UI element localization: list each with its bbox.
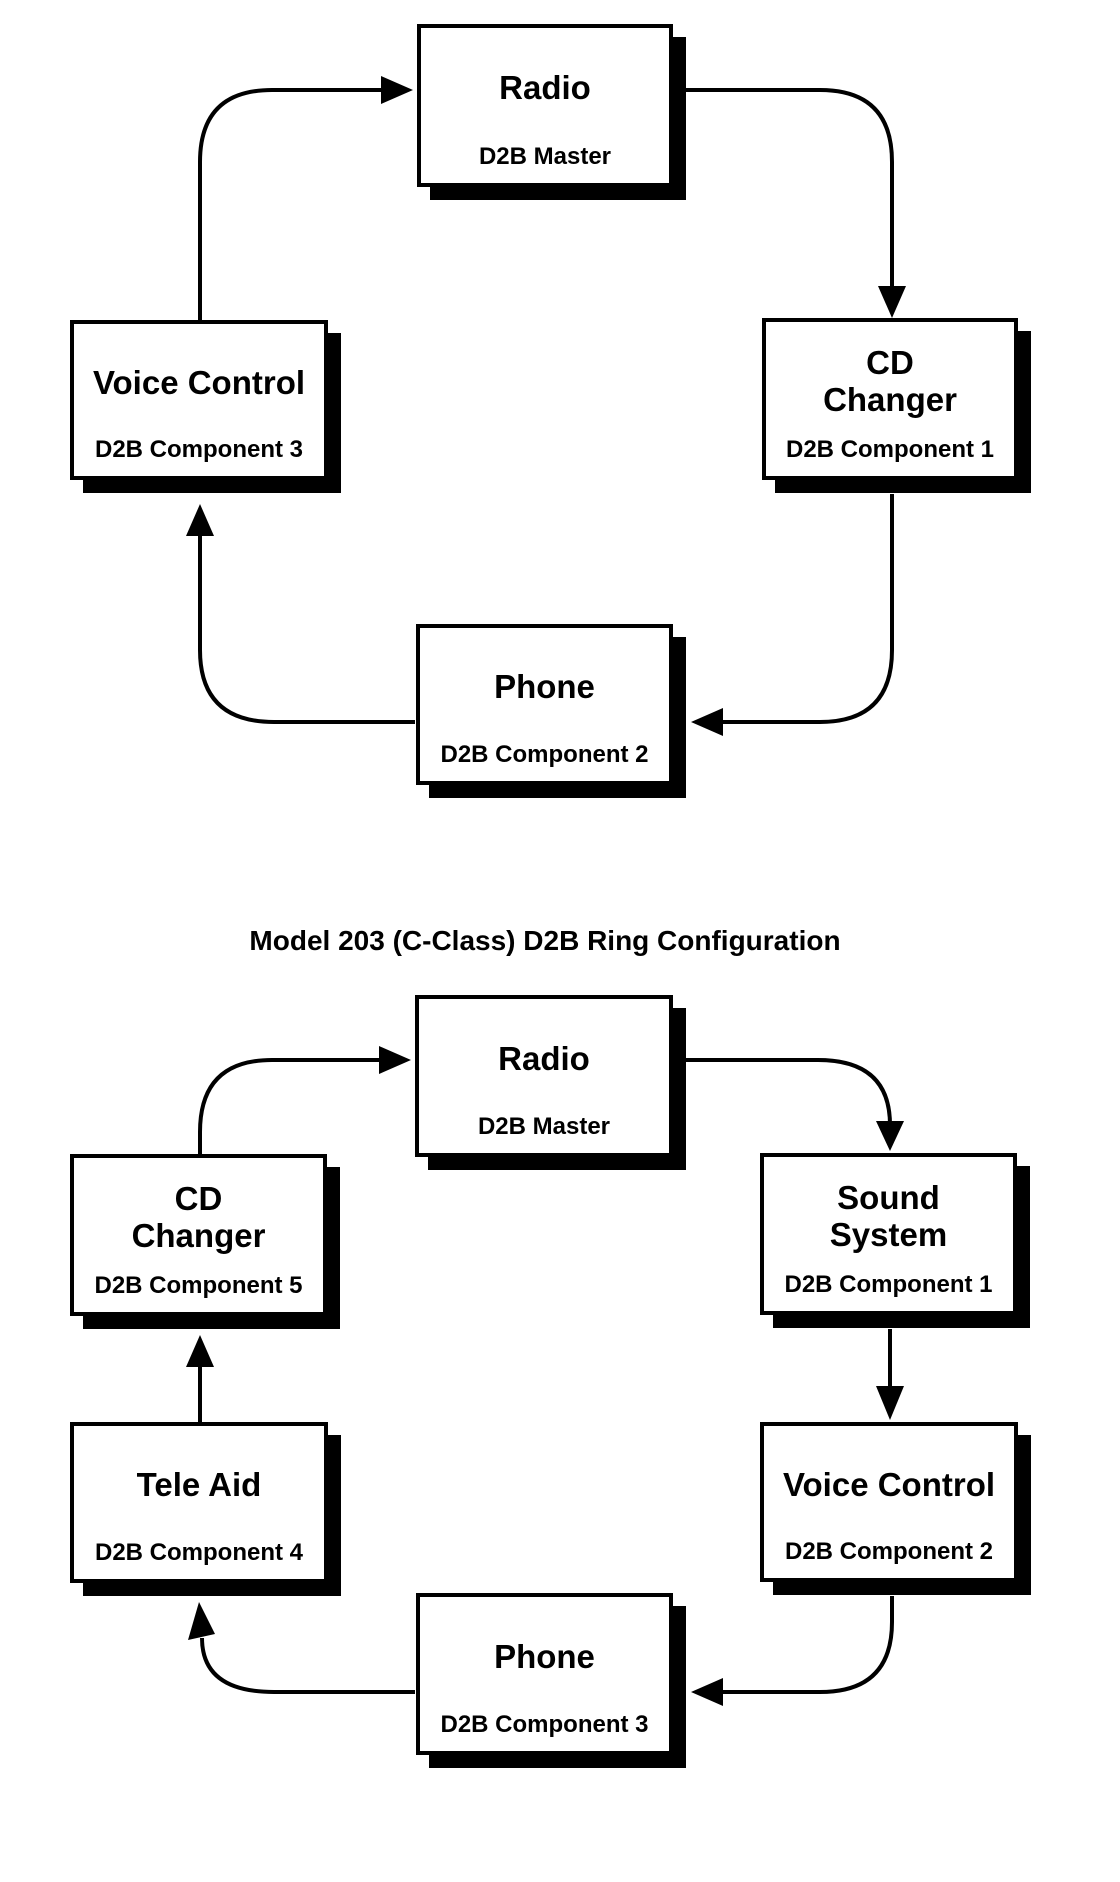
arrowhead-down-icon (878, 286, 906, 318)
node-title: Radio (499, 69, 591, 107)
node-subtitle: D2B Component 3 (94, 436, 303, 463)
node-title: Voice Control (782, 1465, 996, 1503)
node-subtitle: D2B Component 4 (94, 1539, 303, 1566)
node-title: Sound System (829, 1179, 948, 1253)
arrowhead-down-icon (876, 1121, 904, 1151)
arrowhead-up-icon (188, 1602, 215, 1640)
arrow-voice-control-to-radio (198, 76, 413, 320)
node-title: Phone (494, 668, 595, 706)
node-radio-master: Radio D2B Master (417, 24, 673, 187)
node-title: CD Changer (823, 344, 957, 418)
arrow-phone-to-tele-aid (188, 1602, 415, 1694)
arrowhead-down-icon (876, 1386, 904, 1420)
node-subtitle: D2B Component 1 (784, 1271, 993, 1298)
node-subtitle: D2B Component 2 (784, 1538, 993, 1565)
node-phone: Phone D2B Component 2 (416, 624, 673, 785)
arrowhead-up-icon (186, 1335, 214, 1367)
arrowhead-up-icon (186, 504, 214, 536)
node-title: Phone (494, 1637, 595, 1675)
node-title: Voice Control (92, 363, 306, 401)
arrowhead-left-icon (691, 708, 723, 736)
arrowhead-right-icon (381, 76, 413, 104)
arrowhead-right-icon (379, 1046, 411, 1074)
node-radio-master-2: Radio D2B Master (415, 995, 673, 1157)
node-subtitle: D2B Component 5 (94, 1272, 303, 1299)
node-phone-2: Phone D2B Component 3 (416, 1593, 673, 1755)
node-subtitle: D2B Master (478, 143, 612, 170)
node-subtitle: D2B Component 2 (440, 741, 649, 768)
node-sound-system: Sound System D2B Component 1 (760, 1153, 1017, 1315)
node-title: Radio (498, 1039, 590, 1077)
arrow-phone-to-voice-control (186, 504, 415, 724)
arrow-cd-changer-to-phone (691, 494, 894, 736)
node-subtitle: D2B Component 3 (440, 1711, 649, 1738)
node-tele-aid: Tele Aid D2B Component 4 (70, 1422, 328, 1583)
arrow-voice-control-to-phone-2 (691, 1596, 894, 1706)
node-cd-changer: CD Changer D2B Component 1 (762, 318, 1018, 480)
node-cd-changer-2: CD Changer D2B Component 5 (70, 1154, 327, 1316)
diagram-caption: Model 203 (C-Class) D2B Ring Configurati… (249, 925, 841, 956)
node-subtitle: D2B Component 1 (785, 436, 994, 463)
arrow-radio-to-sound-system (677, 1058, 904, 1151)
arrow-radio-to-cd-changer (677, 88, 906, 318)
arrow-tele-aid-to-cd-changer (186, 1335, 214, 1422)
node-title: CD Changer (131, 1180, 266, 1254)
arrowhead-left-icon (691, 1678, 723, 1706)
node-subtitle: D2B Master (477, 1113, 611, 1140)
arrow-sound-system-to-voice-control (876, 1329, 904, 1420)
node-title: Tele Aid (136, 1466, 262, 1504)
node-voice-control-2: Voice Control D2B Component 2 (760, 1422, 1018, 1582)
node-voice-control: Voice Control D2B Component 3 (70, 320, 328, 480)
arrow-cd-changer-to-radio-2 (198, 1046, 411, 1154)
